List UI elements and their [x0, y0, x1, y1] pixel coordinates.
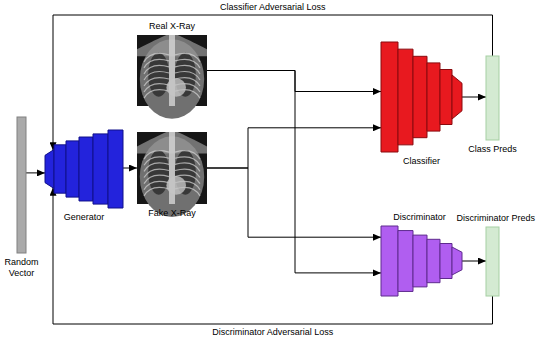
xray-heart: [166, 78, 186, 96]
node-label: Random Vector: [0, 257, 44, 279]
vector-bar: Random Vector: [17, 117, 26, 253]
bar-shape: [17, 117, 26, 253]
layer-block: [440, 244, 452, 279]
layer-block: [54, 145, 66, 193]
flow-arrow: [26, 172, 45, 173]
flow-arrow: [207, 71, 381, 273]
node-label: Fake X-Ray: [148, 208, 196, 219]
flow-arrow: [207, 168, 381, 237]
network-block: Discriminator: [381, 226, 462, 296]
xray-rib: [144, 90, 169, 98]
network-shape: [381, 226, 462, 296]
network-shape: [45, 130, 123, 208]
layer-block: [440, 70, 452, 125]
xray-node: Fake X-Ray: [137, 132, 207, 204]
flow-arrow: [207, 71, 381, 92]
network-shape: [381, 42, 462, 152]
bar-shape: [486, 227, 499, 296]
node-label: Discriminator Preds: [456, 213, 535, 224]
vector-bar: Discriminator Preds: [486, 227, 499, 296]
xray-rib: [144, 187, 169, 195]
layer-block: [413, 56, 427, 137]
bar-rect: [486, 56, 499, 140]
layer-block: [66, 141, 79, 197]
xray-node: Real X-Ray: [137, 35, 207, 106]
loss-label: Classifier Adversarial Loss: [218, 2, 328, 13]
layer-block: [79, 137, 93, 201]
layer-block: [398, 231, 413, 292]
bar-rect: [486, 227, 499, 296]
layer-block: [427, 239, 440, 282]
layer-block: [45, 150, 54, 189]
layer-block: [398, 49, 413, 145]
node-label: Class Preds: [468, 144, 517, 155]
xray-heart: [166, 176, 186, 195]
network-block: Generator: [45, 130, 123, 208]
flow-arrow: [462, 261, 486, 262]
node-label: Real X-Ray: [149, 21, 195, 32]
layer-block: [381, 42, 398, 152]
node-label: Classifier: [403, 156, 440, 167]
flow-arrow: [462, 97, 486, 98]
bar-rect: [17, 117, 26, 253]
flow-arrow: [123, 168, 137, 169]
node-label: Generator: [64, 212, 105, 223]
layer-block: [452, 247, 462, 275]
xray-image: [137, 35, 207, 106]
layer-block: [108, 130, 123, 208]
layer-block: [427, 63, 440, 131]
layer-block: [381, 226, 398, 296]
node-label: Discriminator: [393, 212, 446, 223]
bar-shape: [486, 56, 499, 140]
layer-block: [413, 235, 427, 287]
loss-label: Discriminator Adversarial Loss: [210, 327, 335, 338]
layer-block: [452, 75, 462, 119]
flow-arrow: [207, 128, 381, 168]
layer-block: [93, 134, 108, 204]
vector-bar: Class Preds: [486, 56, 499, 140]
network-block: Classifier: [381, 42, 462, 152]
xray-image: [137, 132, 207, 204]
